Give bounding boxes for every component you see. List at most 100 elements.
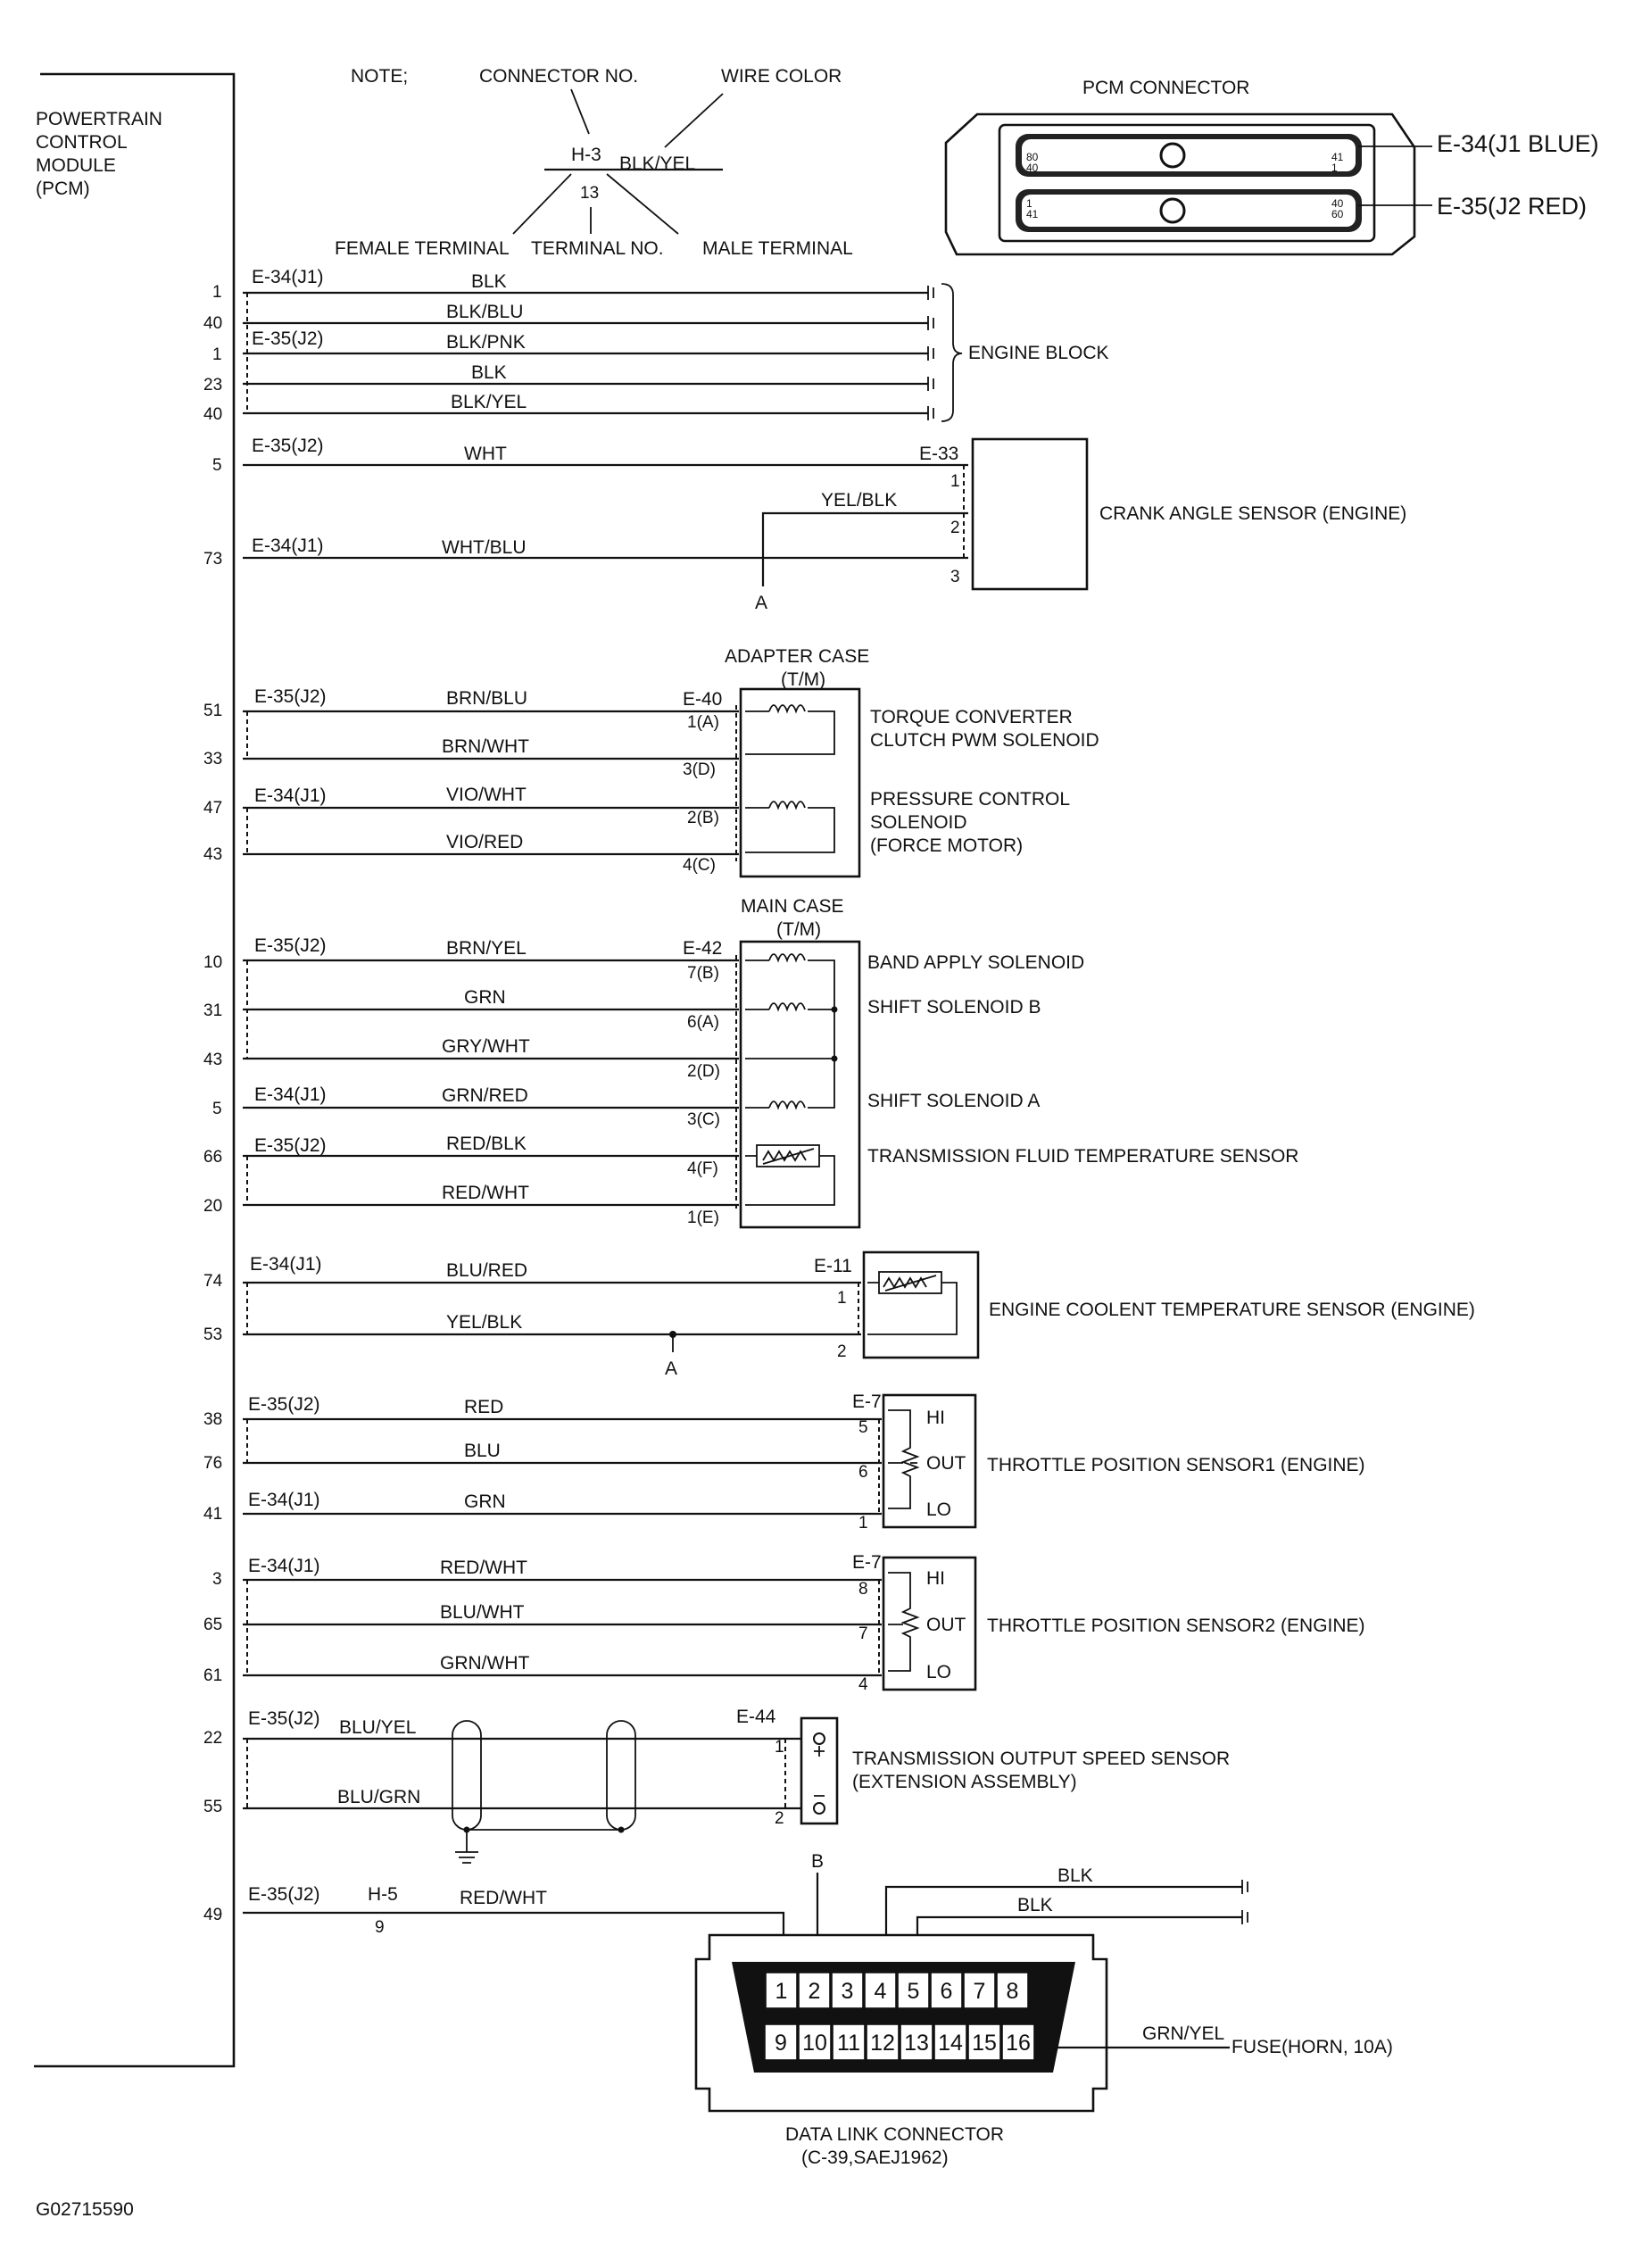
main-term-4: 3(C) (687, 1110, 720, 1129)
ect-node-a: A (665, 1358, 677, 1379)
tps2-lo: LO (926, 1662, 951, 1682)
tps1-color-1: RED (464, 1397, 503, 1417)
tps2-pin-3: 3 (212, 1570, 222, 1589)
dlc-pin-cell (764, 2023, 798, 2061)
pcm-j1-label: E-34(J1 BLUE) (1437, 130, 1599, 157)
dlc-node-b: B (811, 1851, 824, 1872)
toss-group: E-35(J2) 22 55 BLU/YEL BLU/GRN E-44 1 2 … (203, 1707, 1230, 1864)
dlc-pin-cell (832, 2023, 866, 2061)
crank-conn: E-33 (919, 444, 958, 464)
pcm-pin-41: 41 (1331, 151, 1344, 163)
dlc-color: RED/WHT (460, 1888, 547, 1908)
tps1-pin-76: 76 (203, 1454, 222, 1473)
dlc-pin-number: 13 (904, 2031, 929, 2056)
pcm-title-line3: MODULE (36, 155, 116, 176)
adapter-pin-33: 33 (203, 750, 222, 768)
tps1-pin-41: 41 (203, 1505, 222, 1524)
tps2-term-1: 8 (858, 1580, 868, 1599)
tps1-term-3: 1 (858, 1514, 868, 1533)
dlc-inline-pin: 9 (375, 1918, 385, 1937)
toss-pin-22: 22 (203, 1729, 222, 1748)
main-color-6: RED/WHT (442, 1183, 529, 1203)
dlc-pin-cell (798, 1972, 831, 2009)
adapter-pin-43: 43 (203, 845, 222, 864)
tps2-hi: HI (926, 1568, 945, 1589)
adapter-sub: (T/M) (781, 669, 825, 690)
note-example-pin: 13 (580, 184, 599, 203)
tps1-term-2: 6 (858, 1463, 868, 1482)
eb-pin-2: 40 (203, 314, 222, 333)
adapter-pin-51: 51 (203, 702, 222, 720)
dlc-pin-number: 11 (837, 2031, 860, 2056)
tps1-conn-j2: E-35(J2) (248, 1394, 320, 1415)
adapter-tcc-1: TORQUE CONVERTER (870, 707, 1073, 727)
pcm-pin-60b: 60 (1331, 208, 1344, 220)
adapter-color-4: VIO/RED (446, 832, 523, 852)
adapter-pcs-3: (FORCE MOTOR) (870, 835, 1023, 856)
eb-color-3: BLK/PNK (446, 332, 526, 353)
crank-term-3: 3 (950, 568, 960, 586)
crank-color-1: WHT (464, 444, 507, 464)
adapter-case-group: ADAPTER CASE (T/M) E-35(J2) E-34(J1) 51 … (203, 646, 1099, 878)
tps1-lo: LO (926, 1500, 951, 1520)
eb-conn-j2: E-35(J2) (252, 328, 324, 349)
main-conn: E-42 (683, 938, 722, 959)
eb-color-2: BLK/BLU (446, 302, 523, 322)
note-legend: NOTE; CONNECTOR NO. WIRE COLOR H-3 BLK/Y… (335, 66, 853, 259)
tps1-group: E-35(J2) E-34(J1) 38 76 41 RED BLU GRN E… (203, 1392, 1365, 1533)
adapter-term-4: 4(C) (683, 856, 716, 875)
adapter-color-2: BRN/WHT (442, 736, 529, 757)
pcm-outline (34, 72, 236, 2068)
adapter-term-2: 3(D) (683, 760, 716, 779)
ect-group: E-34(J1) 74 53 BLU/RED YEL/BLK A E-11 1 … (203, 1250, 1475, 1379)
main-ssa: SHIFT SOLENOID A (867, 1091, 1040, 1111)
tps2-label: THROTTLE POSITION SENSOR2 (ENGINE) (987, 1616, 1365, 1636)
crank-term-2: 2 (950, 519, 960, 537)
main-pin-20: 20 (203, 1197, 222, 1216)
dlc-pin-number: 7 (974, 1979, 986, 2004)
crank-sensor-box (971, 437, 1089, 591)
adapter-pcs-1: PRESSURE CONTROL (870, 789, 1070, 810)
tps1-pin-38: 38 (203, 1410, 222, 1429)
tps2-color-2: BLU/WHT (440, 1602, 525, 1623)
pcm-j2-label: E-35(J2 RED) (1437, 193, 1587, 220)
ect-color-1: BLU/RED (446, 1260, 527, 1281)
ect-term-2: 2 (837, 1342, 847, 1361)
dlc-pin-cell (765, 1972, 798, 2009)
main-color-5: RED/BLK (446, 1134, 527, 1154)
tps2-term-2: 7 (858, 1624, 868, 1643)
note-connector-no: CONNECTOR NO. (479, 66, 638, 87)
ect-term-1: 1 (837, 1289, 847, 1308)
dlc-pin-number: 6 (941, 1979, 953, 2004)
dlc-pin-cell (930, 1972, 963, 2009)
main-pin-66: 66 (203, 1148, 222, 1167)
adapter-pcs-2: SOLENOID (870, 812, 967, 833)
main-pin-10: 10 (203, 953, 222, 972)
pcm-title-line4: (PCM) (36, 179, 90, 199)
pcm-pin-40b: 40 (1331, 197, 1344, 210)
dlc-pin-cell (996, 1972, 1029, 2009)
pcm-connector-picture: PCM CONNECTOR 80 40 41 1 1 41 40 60 E-34… (944, 78, 1599, 256)
dlc-pin-number: 12 (870, 2031, 895, 2056)
main-color-2: GRN (464, 987, 506, 1008)
main-conn-j2b: E-35(J2) (254, 1135, 327, 1156)
crank-pin-5: 5 (212, 456, 222, 475)
adapter-color-1: BRN/BLU (446, 688, 527, 709)
adapter-color-3: VIO/WHT (446, 785, 527, 805)
note-terminal-no: TERMINAL NO. (531, 238, 664, 259)
ect-pin-74: 74 (203, 1272, 223, 1291)
ect-conn-j1: E-34(J1) (250, 1254, 322, 1275)
tps2-color-3: GRN/WHT (440, 1653, 529, 1674)
pcm-title-line2: CONTROL (36, 132, 128, 153)
adapter-pin-47: 47 (203, 799, 222, 818)
eb-conn-j1: E-34(J1) (252, 267, 324, 287)
main-band: BAND APPLY SOLENOID (867, 952, 1084, 973)
toss-label-2: (EXTENSION ASSEMBLY) (852, 1772, 1077, 1792)
dlc-pin-number: 4 (875, 1979, 887, 2004)
pcm-pin-41b: 41 (1026, 208, 1039, 220)
main-term-6: 1(E) (687, 1209, 719, 1227)
note-example-connector: H-3 (571, 145, 601, 165)
